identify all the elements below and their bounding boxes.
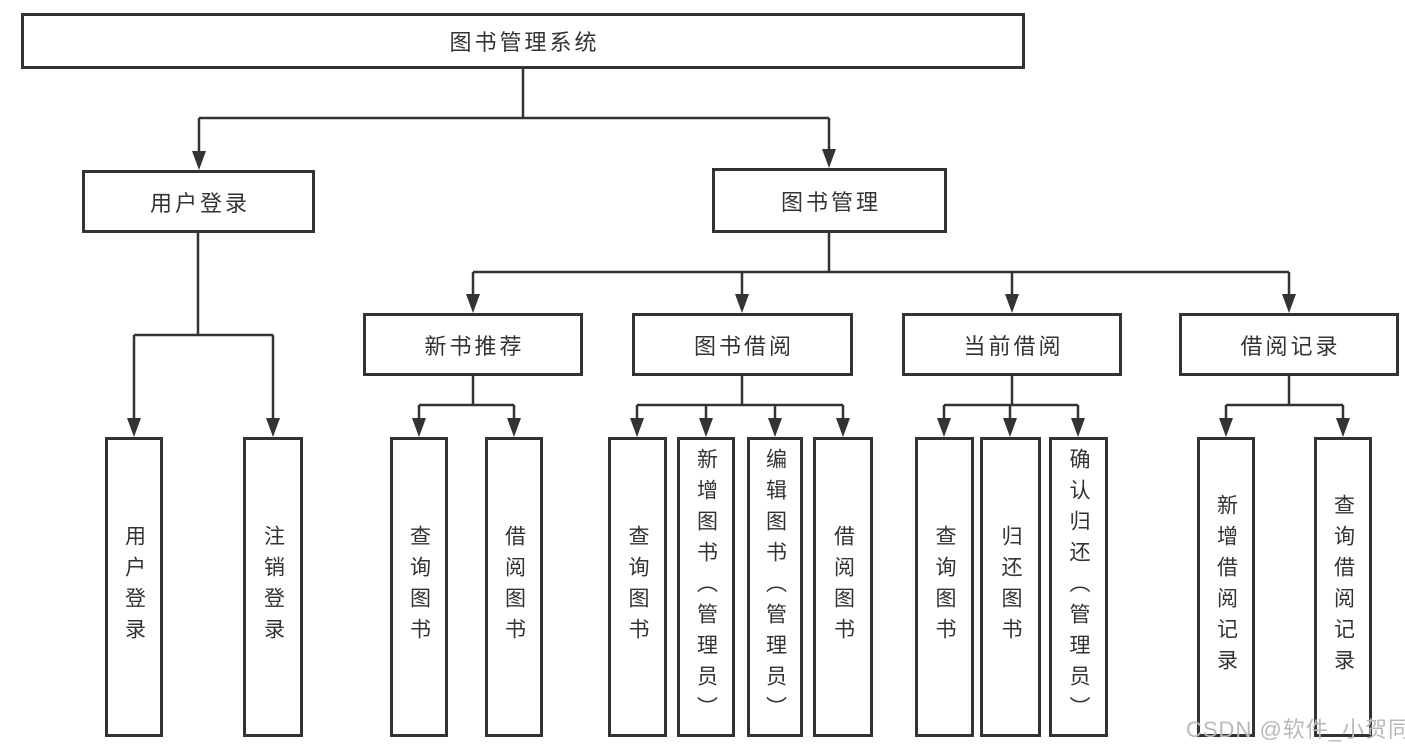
edge-newbookrec-to-leaves (417, 376, 516, 419)
node-new-book-recommend: 新书推荐 (363, 313, 583, 376)
arrow-icon (507, 418, 521, 437)
arrow-icon (1005, 294, 1019, 313)
edge-userlogin-to-leaves (132, 233, 275, 419)
arrow-icon (1071, 418, 1085, 437)
arrow-icon (937, 418, 951, 437)
arrow-icon (699, 418, 713, 437)
node-borrow-records: 借阅记录 (1179, 313, 1399, 376)
leaf-cb-return-books: 归还图书 (980, 437, 1041, 737)
arrow-icon (466, 294, 480, 313)
leaf-user-login: 用户登录 (105, 437, 163, 737)
arrow-icon (192, 151, 206, 170)
arrow-icon (127, 418, 141, 437)
arrow-icon (1282, 294, 1296, 313)
arrow-icon (768, 418, 782, 437)
arrow-icon (836, 418, 850, 437)
leaf-bb-borrow-books: 借阅图书 (813, 437, 873, 737)
arrow-icon (735, 294, 749, 313)
arrow-icon (822, 149, 836, 168)
edge-bookborrow-to-leaves (635, 376, 845, 419)
edge-root-to-level2 (197, 69, 831, 151)
node-current-borrow: 当前借阅 (902, 313, 1122, 376)
node-system-root: 图书管理系统 (21, 13, 1025, 69)
arrowheads (127, 149, 1350, 437)
node-book-borrow: 图书借阅 (632, 313, 853, 376)
leaf-bb-query-books: 查询图书 (608, 437, 667, 737)
node-user-login: 用户登录 (82, 170, 315, 233)
leaf-rec-query-books: 查询图书 (390, 437, 448, 737)
arrow-icon (266, 418, 280, 437)
arrow-icon (412, 418, 426, 437)
arrow-icon (1336, 418, 1350, 437)
arrow-icon (1219, 418, 1233, 437)
leaf-bb-add-books-admin: 新增图书（管理员） (677, 437, 735, 737)
arrow-icon (1003, 418, 1017, 437)
edge-currentborrow-to-leaves (942, 376, 1080, 419)
node-book-management: 图书管理 (712, 168, 947, 233)
leaf-bb-edit-books-admin: 编辑图书（管理员） (747, 437, 803, 737)
leaf-br-query-record: 查询借阅记录 (1314, 437, 1372, 737)
leaf-cb-confirm-return-admin: 确认归还（管理员） (1049, 437, 1108, 737)
leaf-br-add-record: 新增借阅记录 (1197, 437, 1255, 737)
watermark: CSDN @软件_小贺同学 (1186, 717, 1405, 742)
edge-bookmgmt-to-level3 (471, 233, 1291, 295)
leaf-logout: 注销登录 (243, 437, 303, 737)
leaf-cb-query-books: 查询图书 (915, 437, 974, 737)
edge-borrowrecords-to-leaves (1224, 376, 1345, 419)
leaf-rec-borrow-books: 借阅图书 (485, 437, 543, 737)
arrow-icon (630, 418, 644, 437)
